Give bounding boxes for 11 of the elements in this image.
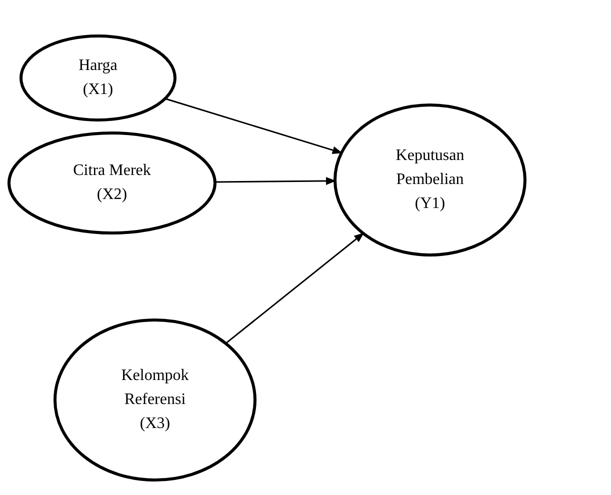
ellipse-node — [53, 318, 257, 482]
ellipse-node — [19, 34, 177, 122]
ellipse-node — [7, 131, 217, 235]
arrow — [214, 176, 336, 185]
node-label: Keputusan Pembelian (Y1) — [394, 146, 466, 214]
node-label: Kelompok Referensi (X3) — [120, 366, 190, 434]
arrow — [164, 98, 342, 154]
node-label: Citra Merek (X2) — [72, 161, 152, 205]
arrow — [225, 232, 364, 344]
node-label: Harga (X1) — [78, 56, 118, 100]
ellipse-node — [333, 103, 527, 257]
